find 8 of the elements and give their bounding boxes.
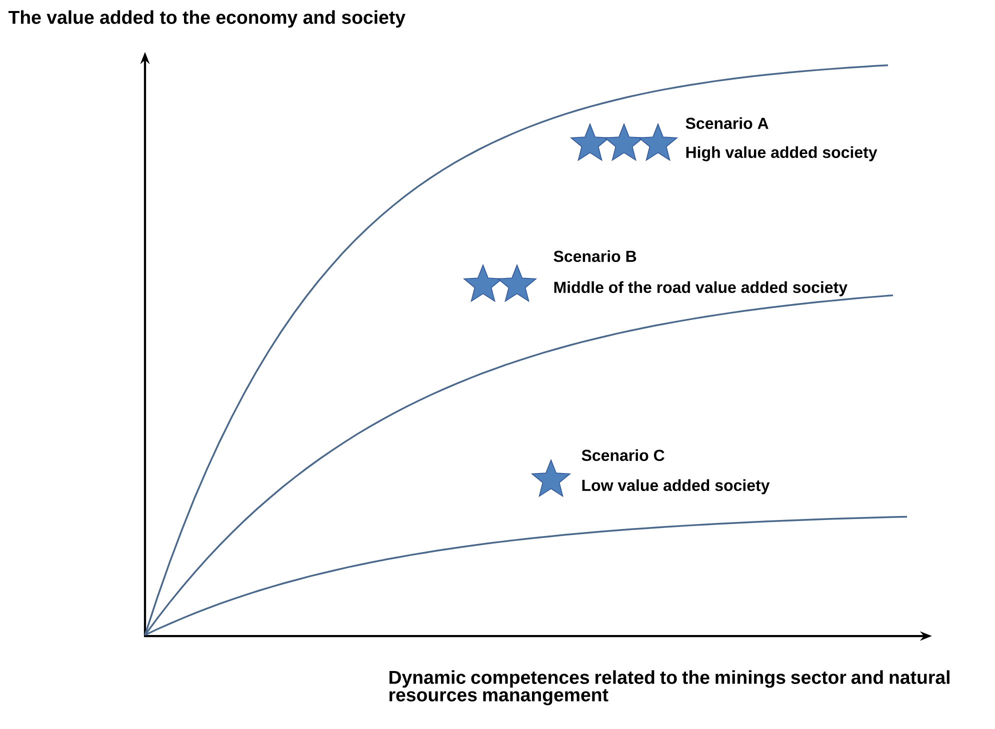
axis-title: Dynamic competences related to the minings sector and natural resources manangement [390,670,950,706]
scenario-label: Middle of the road value added society [554,281,848,296]
scenario-label: Low value added society [582,479,770,494]
scenario-label: Scenario C [582,449,664,462]
axis-title: The value added to the economy and society [8,10,406,28]
scenario-label: Scenario B [554,250,636,262]
scenario-label: High value added society [686,146,878,162]
scenario-label: Scenario A [686,117,768,129]
